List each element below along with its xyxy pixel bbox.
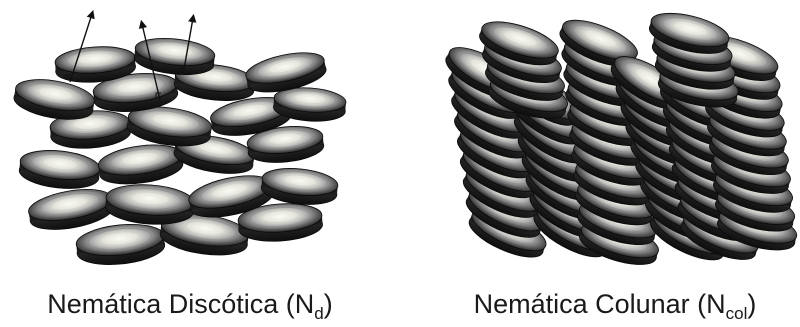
columnar-nematic-panel [440, 7, 800, 272]
disc-molecule-icon [18, 147, 101, 192]
caption-discotic-text: Nemática Discótica (N [47, 289, 314, 319]
disc-molecule-icon [26, 184, 115, 235]
caption-columnar-subscript: col [726, 304, 748, 323]
caption-columnar-nematic: Nemática Colunar (Ncol) [440, 284, 790, 324]
caption-discotic-subscript: d [314, 304, 323, 323]
caption-discotic-close: ) [324, 289, 333, 319]
disc-molecule-icon [260, 165, 339, 208]
caption-columnar-text: Nemática Colunar (N [474, 289, 726, 319]
disc-molecule-icon [75, 220, 167, 268]
discotic-nematic-panel [12, 14, 347, 268]
caption-discotic-nematic: Nemática Discótica (Nd) [20, 284, 360, 324]
disc-molecule-icon [104, 182, 195, 227]
caption-columnar-close: ) [747, 289, 756, 319]
disc-molecule-icon [96, 140, 184, 188]
